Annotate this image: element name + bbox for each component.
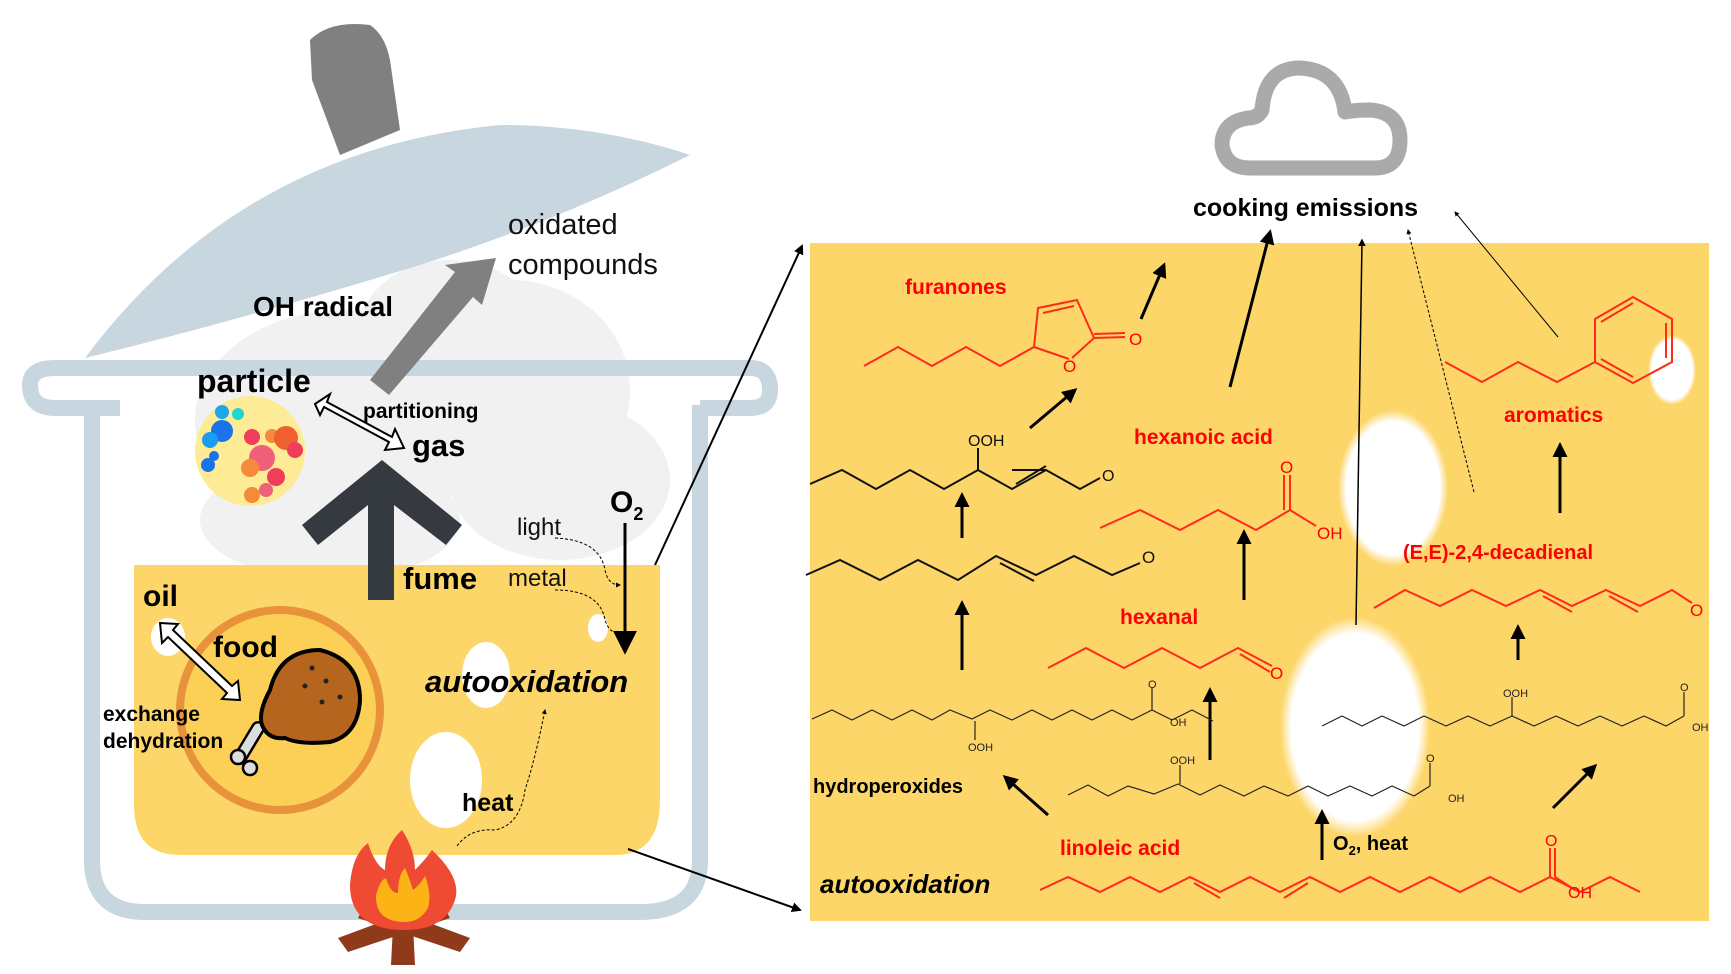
atom-label: O bbox=[1426, 753, 1435, 765]
atom-label: O bbox=[1280, 458, 1293, 477]
label-linoleic-acid: linoleic acid bbox=[1060, 837, 1180, 860]
label-aromatics: aromatics bbox=[1504, 404, 1603, 427]
emission-arrows bbox=[1139, 211, 1559, 626]
label-heat: heat bbox=[462, 789, 514, 817]
label-fume: fume bbox=[403, 561, 477, 596]
metal-arrow bbox=[554, 589, 621, 636]
atom-label: OOH bbox=[968, 742, 993, 754]
zoom-connector-bottom bbox=[627, 848, 802, 913]
cloud-icon bbox=[1214, 60, 1408, 176]
oil-bubble bbox=[588, 614, 608, 642]
atom-label: O bbox=[1680, 682, 1689, 694]
hydroperoxide-9-structure bbox=[1067, 763, 1431, 797]
atom-label: OH bbox=[1317, 524, 1343, 543]
light-arrow bbox=[554, 537, 621, 588]
atom-label: OOH bbox=[1503, 688, 1528, 700]
label-furanones: furanones bbox=[905, 276, 1007, 299]
linoleic-acid-structure bbox=[1039, 848, 1641, 899]
hydroperoxide-13-structure bbox=[811, 688, 1214, 740]
atom-label: O bbox=[1690, 601, 1703, 620]
atom-label: OH bbox=[1692, 722, 1709, 734]
zoom-connector-top bbox=[654, 244, 804, 566]
label-dehydration: dehydration bbox=[103, 730, 223, 753]
pot-illustration bbox=[21, 24, 779, 965]
pot-lid bbox=[85, 125, 690, 358]
particle-icon bbox=[195, 396, 305, 506]
atom-label: O bbox=[1545, 833, 1557, 850]
furanone-structure bbox=[863, 298, 1126, 368]
decadienal-structure bbox=[1373, 588, 1693, 613]
label-particle: particle bbox=[197, 363, 311, 399]
atom-label: OOH bbox=[968, 433, 1004, 450]
atom-label: OH bbox=[1568, 885, 1592, 902]
atom-label: OH bbox=[1170, 717, 1187, 729]
campfire-icon bbox=[338, 830, 470, 965]
atom-label: O bbox=[1129, 330, 1142, 349]
label-gas: gas bbox=[412, 428, 465, 463]
atom-label: OOH bbox=[1170, 755, 1195, 767]
oxidation-arrow bbox=[370, 258, 496, 395]
lid-handle bbox=[310, 24, 400, 155]
oil-bubble bbox=[462, 642, 510, 708]
label-oil: oil bbox=[143, 580, 178, 613]
atom-label: O bbox=[1102, 468, 1114, 485]
label-hexanal: hexanal bbox=[1120, 606, 1198, 629]
label-hydroperoxides: hydroperoxides bbox=[813, 776, 963, 798]
label-o2-heat: O2, heat bbox=[1333, 833, 1408, 858]
label-autooxidation-right: autooxidation bbox=[820, 869, 990, 899]
aromatic-structure bbox=[1444, 295, 1673, 385]
heat-arrow bbox=[456, 709, 547, 847]
label-exchange: exchange bbox=[103, 703, 200, 726]
label-oxidated: oxidated bbox=[508, 209, 618, 241]
label-decadienal: (E,E)-2,4-decadienal bbox=[1403, 542, 1593, 564]
drumstick-icon bbox=[229, 647, 363, 777]
label-compounds: compounds bbox=[508, 249, 658, 281]
fume-arrow bbox=[302, 460, 462, 600]
partitioning-arrow bbox=[313, 391, 406, 452]
label-food: food bbox=[213, 631, 278, 664]
label-cooking-emissions: cooking emissions bbox=[1193, 194, 1418, 222]
label-metal: metal bbox=[508, 565, 567, 592]
nonenal-structure bbox=[805, 554, 1141, 582]
oil-bubble bbox=[1648, 335, 1696, 405]
atom-label: OH bbox=[1448, 793, 1465, 805]
oil-bubble bbox=[1280, 617, 1430, 837]
label-o2: O2 bbox=[610, 486, 643, 524]
hexanoic-acid-structure bbox=[1099, 475, 1317, 532]
label-partitioning: partitioning bbox=[363, 400, 478, 423]
label-light: light bbox=[517, 514, 561, 541]
oil-bubble bbox=[1338, 410, 1448, 566]
atom-label: O bbox=[1148, 679, 1157, 691]
oil-bubble bbox=[410, 732, 482, 828]
autooxidation-panel bbox=[810, 243, 1709, 921]
label-autooxidation-left: autooxidation bbox=[425, 664, 628, 699]
atom-label: O bbox=[1270, 664, 1283, 683]
hexanal-structure bbox=[1047, 646, 1273, 673]
atom-label: O bbox=[1063, 357, 1076, 376]
reaction-arrows bbox=[954, 388, 1598, 860]
label-hexanoic-acid: hexanoic acid bbox=[1134, 426, 1273, 449]
hydroperoxy-nonenal-structure bbox=[809, 448, 1101, 491]
label-oh-radical: OH radical bbox=[253, 291, 393, 322]
hydroperoxide-right-structure bbox=[1321, 692, 1685, 727]
exchange-arrow bbox=[158, 621, 242, 702]
atom-label: O bbox=[1142, 548, 1155, 567]
